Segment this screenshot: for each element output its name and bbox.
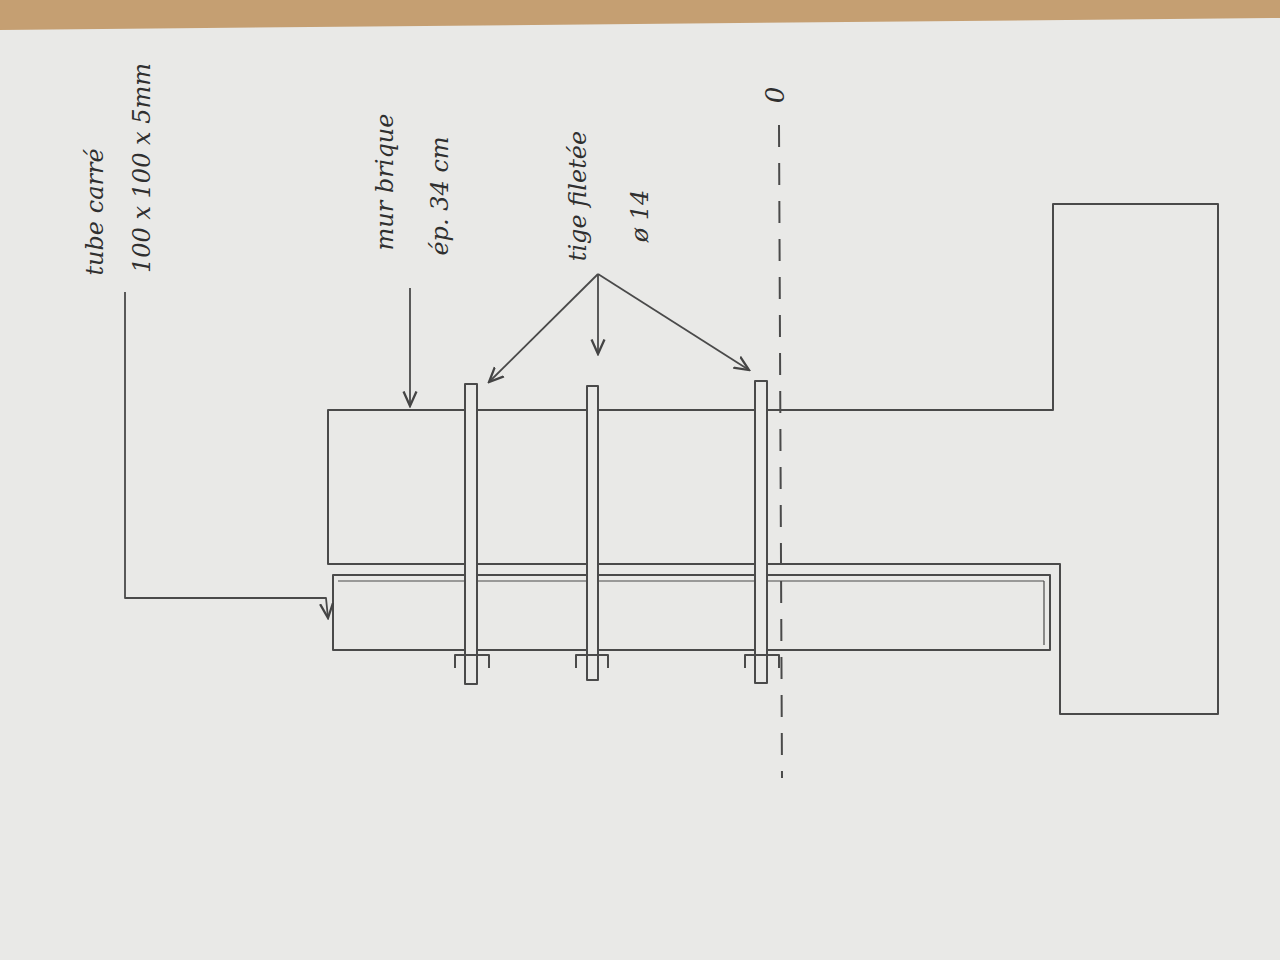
leader-line	[409, 288, 411, 406]
threaded-rod	[755, 381, 767, 683]
annotation-label: tige filetée	[565, 131, 591, 261]
paper-sheet	[0, 18, 1280, 960]
annotation-label: 100 x 100 x 5mm	[129, 63, 155, 273]
leader-line	[598, 274, 749, 370]
nut	[455, 655, 489, 668]
annotation-label: tube carré	[82, 148, 108, 275]
nut	[745, 655, 779, 668]
annotation-label: ép. 34 cm	[427, 136, 453, 255]
annotation-label: ø 14	[627, 190, 653, 243]
brick-wall	[328, 204, 1218, 714]
nut	[576, 655, 608, 668]
annotation-label: mur brique	[372, 114, 398, 251]
threaded-rod	[587, 386, 598, 680]
tube-wall-line	[338, 580, 1044, 581]
threaded-rod	[465, 384, 477, 684]
axis-marker: 0	[761, 87, 790, 104]
leader-line	[489, 274, 598, 382]
tube-wall-line	[1043, 581, 1044, 645]
square-tube	[333, 575, 1050, 650]
leader-line	[125, 292, 328, 618]
leader-line	[597, 274, 599, 354]
axis-line	[779, 125, 782, 778]
